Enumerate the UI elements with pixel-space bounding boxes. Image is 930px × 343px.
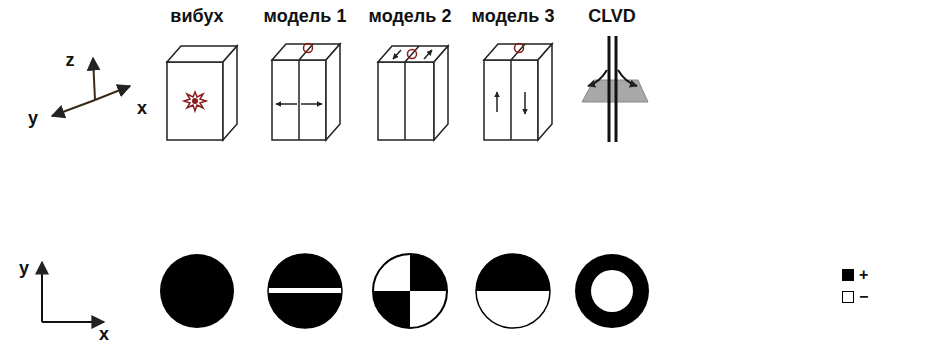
axis-label: y (28, 108, 38, 129)
beachball-model-3 (476, 254, 550, 328)
axis-label: x (137, 98, 147, 119)
legend-swatch (842, 269, 854, 281)
beachball-explosion (160, 254, 234, 328)
legend-entry: − (842, 288, 868, 306)
axes-3d (52, 58, 130, 116)
axis-label: x (99, 324, 109, 343)
beachball-clvd (575, 254, 649, 328)
axis-label: z (66, 50, 75, 71)
beachball-model-1 (266, 254, 344, 328)
tensile-crack-cube (272, 44, 340, 141)
column-heading: модель 3 (472, 6, 555, 27)
axis-label: y (19, 258, 29, 279)
legend-swatch (842, 291, 854, 303)
dip-slip-cube (484, 44, 552, 141)
legend-entry: + (842, 266, 868, 284)
legend-text: + (859, 266, 868, 284)
explosion-cube (167, 46, 237, 140)
column-heading: модель 2 (369, 6, 452, 27)
strike-slip-cube (378, 46, 448, 140)
beachball-model-2 (373, 254, 447, 328)
column-heading: модель 1 (264, 6, 347, 27)
axes-2d (42, 262, 104, 322)
legend-text: − (859, 288, 868, 306)
column-heading: вибух (170, 6, 223, 27)
clvd-symbol (582, 36, 648, 142)
column-heading: CLVD (588, 6, 636, 27)
